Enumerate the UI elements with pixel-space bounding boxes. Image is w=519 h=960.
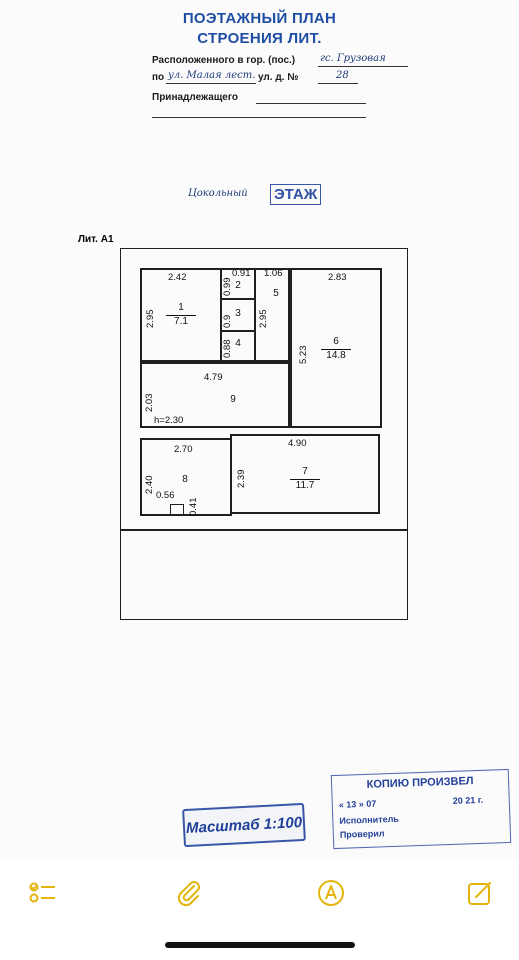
dim-r9-h: 2.03 xyxy=(144,393,155,413)
located-label: Расположенного в гор. (пос.) xyxy=(152,55,296,66)
dim-r1-h: 2.95 xyxy=(145,309,156,329)
dim-r5-h: 2.95 xyxy=(258,309,269,329)
dim-r8-small-h: 0.41 xyxy=(188,497,199,517)
room-9 xyxy=(140,362,290,428)
room-6-no: 6 xyxy=(333,336,339,347)
belongs-label: Принадлежащего xyxy=(152,92,238,103)
dim-r7-w: 4.90 xyxy=(288,438,307,449)
plan-lower-frame xyxy=(120,530,408,620)
belongs-underline-2 xyxy=(152,117,366,118)
belongs-underline xyxy=(256,103,366,104)
dim-r9-w: 4.79 xyxy=(204,372,223,383)
floor-stamp: Цокольный ЭТАЖ xyxy=(188,182,322,206)
checked-label: Проверил xyxy=(339,828,385,840)
room-7-area: 11.7 xyxy=(290,479,320,491)
copy-stamp-title: КОПИЮ ПРОИЗВЕЛ xyxy=(366,775,474,791)
doc-title-line2: СТРОЕНИЯ ЛИТ. xyxy=(197,30,322,47)
street-value: ул. Малая лест. xyxy=(168,70,256,81)
copy-stamp-date: « 13 » 07 xyxy=(338,798,377,810)
room-5-no: 5 xyxy=(273,288,279,299)
dim-r3-h: 0.9 xyxy=(222,314,233,328)
plan-outer-frame xyxy=(120,248,408,530)
floor-plan: Лит. А1 1 7.1 2 3 4 5 6 14.8 7 11.7 8 9 … xyxy=(78,234,418,628)
floor-handwritten: Цокольный xyxy=(188,188,248,199)
dim-r5-w: 1.06 xyxy=(264,268,283,279)
home-indicator[interactable] xyxy=(165,942,355,948)
room-3-4-divider xyxy=(222,330,254,332)
room-8-no: 8 xyxy=(182,474,188,485)
copy-stamp: КОПИЮ ПРОИЗВЕЛ « 13 » 07 20 21 г. Исполн… xyxy=(330,768,512,850)
room-6 xyxy=(290,268,382,428)
dim-r4-h: 0.88 xyxy=(222,339,233,359)
dim-r6-h: 5.23 xyxy=(298,345,309,365)
street-underline xyxy=(166,83,256,84)
room-1-area: 7.1 xyxy=(166,315,196,327)
dim-r8-small-w: 0.56 xyxy=(156,490,175,501)
executor-label: Исполнитель xyxy=(339,813,400,826)
room-2-3-divider xyxy=(222,298,254,300)
ceiling-height: h=2.30 xyxy=(154,415,184,426)
street-label: ул. д. № xyxy=(258,72,299,83)
located-underline xyxy=(318,66,408,67)
doc-title-line1: ПОЭТАЖНЫЙ ПЛАН xyxy=(182,10,337,27)
room-7-no: 7 xyxy=(302,466,308,477)
room-9-no: 9 xyxy=(230,394,236,405)
checklist-icon[interactable] xyxy=(28,878,58,908)
dim-r2-w: 0.91 xyxy=(232,268,251,279)
located-value: гс. Грузовая xyxy=(320,53,386,64)
dim-r6-w: 2.83 xyxy=(328,272,347,283)
bottom-toolbar xyxy=(0,858,519,928)
street-prefix: по xyxy=(152,72,165,83)
dim-r8-w: 2.70 xyxy=(174,444,193,455)
room-2-no: 2 xyxy=(235,280,241,291)
house-underline xyxy=(318,83,358,84)
room-5 xyxy=(254,268,290,362)
room-3-no: 3 xyxy=(235,308,241,319)
document-page: ПОЭТАЖНЫЙ ПЛАН СТРОЕНИЯ ЛИТ. Расположенн… xyxy=(78,10,512,850)
dim-r8-h: 2.40 xyxy=(144,475,155,495)
house-number: 28 xyxy=(336,70,349,81)
copy-stamp-year: 20 21 г. xyxy=(452,794,484,806)
scale-stamp: Масштаб 1:100 xyxy=(182,802,306,848)
dim-r2-h: 0.99 xyxy=(222,277,233,297)
room-4-no: 4 xyxy=(235,338,241,349)
compose-icon[interactable] xyxy=(465,878,495,908)
markup-icon[interactable] xyxy=(316,878,346,908)
dim-r7-h: 2.39 xyxy=(236,469,247,489)
room-7 xyxy=(230,434,380,514)
room-1-no: 1 xyxy=(178,302,184,313)
room-6-area: 14.8 xyxy=(321,349,351,361)
lit-label: Лит. А1 xyxy=(78,234,114,245)
attachment-icon[interactable] xyxy=(174,878,204,908)
dim-r1-w: 2.42 xyxy=(168,272,187,283)
floor-stamp-text: ЭТАЖ xyxy=(270,184,322,205)
room-8-closet xyxy=(170,504,184,516)
